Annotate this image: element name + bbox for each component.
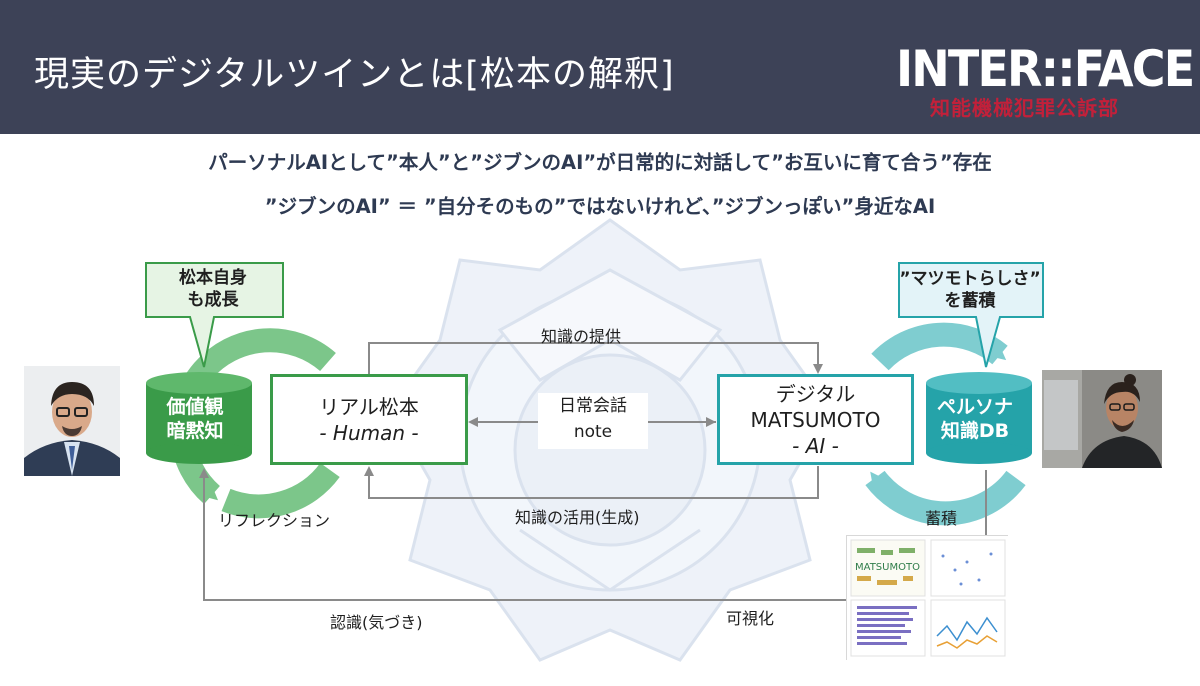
center-label-line1: 日常会話 [559, 396, 627, 416]
right-cylinder-line1: ペルソナ [936, 396, 1013, 418]
daily-conversation-label: 日常会話 note [538, 393, 648, 449]
lead-line-1: パーソナルAIとして”本人”と”ジブンのAI”が日常的に対話して”お互いに育て合… [208, 151, 992, 174]
human-portrait-photo [24, 366, 120, 476]
ai-avatar-photo [1042, 370, 1162, 468]
real-box-subtitle: - Human - [319, 420, 419, 445]
label-reflection: リフレクション [218, 511, 331, 530]
wordcloud-word: MATSUMOTO [855, 562, 920, 573]
right-cylinder-line2: 知識DB [940, 420, 1010, 442]
left-cylinder-line1: 価値観 [166, 396, 224, 418]
left-cylinder-line2: 暗黙知 [166, 420, 224, 442]
digital-matsumoto-box: デジタル MATSUMOTO - AI - [717, 374, 914, 465]
left-bubble-text: 松本自身 も成長 [147, 267, 279, 311]
slide-title: 現実のデジタルツインとは[松本の解釈] [34, 55, 675, 95]
right-bubble-line2: を蓄積 [944, 291, 996, 311]
logo-sub-text: 知能機械犯罪公訴部 [930, 96, 1119, 120]
label-recognition: 認識(気づき) [330, 613, 423, 632]
center-label-line2: note [573, 422, 613, 442]
visualization-thumbnail: MATSUMOTO [846, 535, 1009, 661]
label-accumulate: 蓄積 [925, 509, 958, 528]
right-cycle-arc [871, 322, 1008, 371]
real-box-title: リアル松本 [319, 394, 419, 419]
header-bar: 現実のデジタルツインとは[松本の解釈] INTER::FACE 知能機械犯罪公訴… [0, 0, 1200, 134]
left-cycle-arc-lower [221, 462, 340, 519]
left-bubble-line2: も成長 [187, 290, 239, 310]
left-cylinder-label: 価値観 暗黙知 [140, 395, 250, 443]
right-bubble-text: ”マツモトらしさ” を蓄積 [899, 268, 1041, 312]
digital-box-line2: MATSUMOTO [750, 407, 881, 432]
label-visualize: 可視化 [726, 609, 775, 628]
real-matsumoto-box: リアル松本 - Human - [270, 374, 468, 465]
label-knowledge-provide: 知識の提供 [541, 327, 622, 346]
digital-box-subtitle: - AI - [792, 433, 839, 458]
label-knowledge-use: 知識の活用(生成) [515, 508, 640, 527]
right-cylinder-label: ペルソナ 知識DB [920, 395, 1030, 443]
right-bubble-line1: ”マツモトらしさ” [899, 269, 1041, 289]
lead-line-2: ”ジブンのAI” ＝ ”自分そのもの”ではないけれど、”ジブンっぽい”身近なAI [264, 195, 936, 218]
left-bubble-line1: 松本自身 [179, 268, 247, 288]
interface-logo: INTER::FACE 知能機械犯罪公訴部 [896, 40, 1195, 120]
logo-main-text: INTER::FACE [896, 40, 1195, 98]
digital-box-line1: デジタル [775, 381, 856, 406]
